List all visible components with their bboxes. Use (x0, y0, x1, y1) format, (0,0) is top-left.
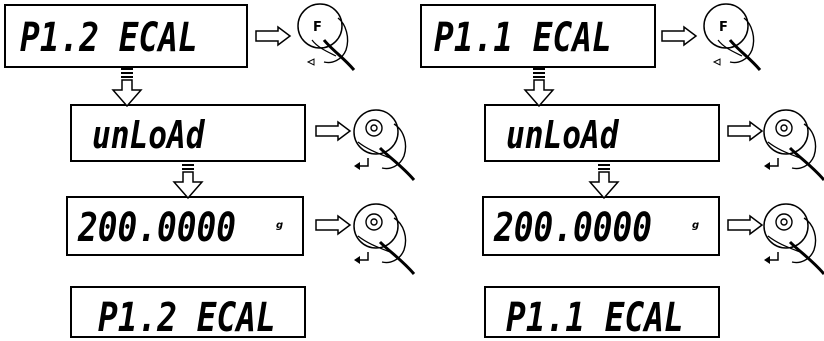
hand-press-enter-icon (354, 204, 414, 274)
right-arrow-icon (316, 216, 350, 234)
hand-press-f-icon (704, 4, 760, 70)
double-bar-down-arrow-icon (113, 68, 141, 106)
diagram-overlay: F F (0, 0, 824, 334)
f-button-letter: F (719, 20, 728, 35)
right-arrow-icon (662, 27, 696, 45)
right-arrow-icon (728, 216, 762, 234)
double-bar-down-arrow-icon (174, 160, 202, 198)
hand-press-f-icon (298, 4, 354, 70)
double-bar-down-arrow-icon (525, 68, 553, 106)
hand-press-enter-icon (764, 110, 824, 180)
f-button-letter: F (313, 20, 322, 35)
right-arrow-icon (256, 27, 290, 45)
double-bar-down-arrow-icon (590, 160, 618, 198)
right-arrow-icon (316, 122, 350, 140)
right-arrow-icon (728, 122, 762, 140)
hand-press-enter-icon (764, 204, 824, 274)
hand-press-enter-icon (354, 110, 414, 180)
